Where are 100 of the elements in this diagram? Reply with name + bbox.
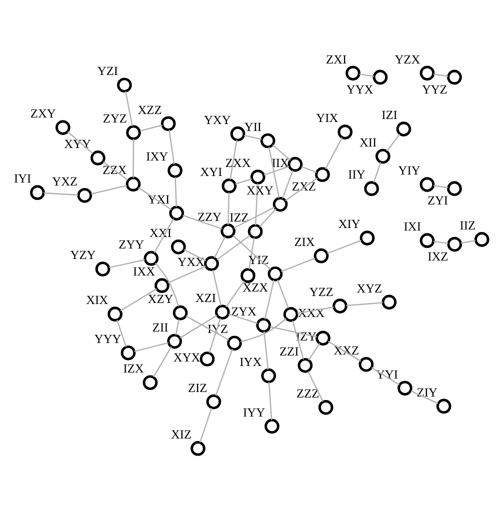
connector xyxy=(432,73,448,76)
node-label: IXX xyxy=(132,264,155,278)
node-circle xyxy=(419,232,434,248)
node-circle xyxy=(204,256,218,271)
connector xyxy=(232,234,270,270)
node-circle xyxy=(345,65,360,80)
connector xyxy=(326,239,361,254)
connector xyxy=(124,90,132,126)
node-label: YYZ xyxy=(421,82,447,96)
node-label: IIZ xyxy=(459,218,476,232)
node-label: ZYY xyxy=(118,236,144,251)
node-circle xyxy=(220,223,235,238)
node-circle xyxy=(126,124,140,140)
node-circle xyxy=(160,116,176,131)
node-circle xyxy=(446,69,462,84)
connector xyxy=(370,366,400,385)
node-circle xyxy=(116,77,132,92)
node-label: ZZY xyxy=(196,210,221,224)
node-circle xyxy=(381,294,396,310)
connector xyxy=(43,192,78,196)
node-circle xyxy=(314,166,330,182)
node-circle xyxy=(282,306,298,322)
node-label: IZZ xyxy=(229,210,248,224)
connector xyxy=(263,165,289,176)
node-circle xyxy=(446,236,462,252)
node-label: ZIY xyxy=(416,384,437,399)
node-label: IYX xyxy=(239,354,262,368)
node-label: IIX xyxy=(271,155,288,170)
node-label: ZZI xyxy=(278,344,298,358)
connector xyxy=(300,166,316,172)
connector xyxy=(296,306,334,314)
connector xyxy=(258,208,276,227)
node-circle xyxy=(250,169,265,184)
node-label: YZI xyxy=(96,64,118,78)
node-label: YYY xyxy=(94,331,121,346)
node-circle xyxy=(90,150,105,165)
node-circle xyxy=(264,418,279,434)
connector xyxy=(134,342,168,352)
node-circle xyxy=(315,330,330,346)
node-label: XYX xyxy=(172,350,200,364)
connector xyxy=(153,218,174,253)
connector xyxy=(212,269,222,306)
node-circle xyxy=(397,380,412,396)
node-circle xyxy=(374,148,390,164)
connector xyxy=(284,177,318,201)
connector xyxy=(174,176,176,206)
node-circle xyxy=(337,124,352,139)
connector xyxy=(228,313,258,324)
connector xyxy=(132,138,134,178)
connector xyxy=(346,302,382,306)
node-circle xyxy=(372,69,388,84)
connector xyxy=(116,319,126,347)
node-label: XZZ xyxy=(137,102,162,116)
connector xyxy=(280,257,315,272)
node-circle xyxy=(206,394,221,409)
node-label: YII xyxy=(244,119,262,134)
node-circle xyxy=(247,224,262,238)
connector xyxy=(327,340,361,362)
node-label: XXI xyxy=(148,226,171,240)
connector xyxy=(232,206,274,228)
node-label: ZXX xyxy=(224,156,250,170)
node-circle xyxy=(166,333,182,348)
connector xyxy=(358,73,374,76)
node-label: XII xyxy=(358,134,376,149)
node-circle xyxy=(125,176,140,192)
node-circle xyxy=(267,266,282,281)
node-label: YZX xyxy=(394,52,420,66)
node-circle xyxy=(313,248,328,263)
node-circle xyxy=(287,156,302,172)
connector xyxy=(183,248,206,261)
node-circle xyxy=(419,65,434,80)
node-label: YIX xyxy=(316,110,338,125)
node-circle xyxy=(230,126,245,141)
connector xyxy=(234,178,252,184)
node-circle xyxy=(260,132,275,148)
node-circle xyxy=(214,304,230,320)
node-label: IYY xyxy=(242,404,265,419)
node-label: XZY xyxy=(147,291,173,306)
node-label: YXY xyxy=(203,112,230,126)
node-label: IXI xyxy=(403,219,420,234)
connector xyxy=(372,162,381,182)
connector xyxy=(227,192,230,224)
node-label: IYI xyxy=(14,171,31,186)
node-circle xyxy=(190,440,205,456)
connector xyxy=(268,146,280,198)
node-circle xyxy=(107,306,122,321)
node-circle xyxy=(30,184,44,200)
node-circle xyxy=(446,180,462,196)
node-circle xyxy=(436,398,451,414)
node-circle xyxy=(168,205,184,220)
connector xyxy=(460,239,476,244)
node-circle xyxy=(142,374,158,390)
node-circle xyxy=(221,178,236,193)
connector xyxy=(308,342,320,360)
connector xyxy=(240,318,286,342)
node-label: IXZ xyxy=(427,248,448,263)
connector xyxy=(216,234,250,260)
connector xyxy=(324,136,342,169)
node-circle xyxy=(54,120,70,134)
connector xyxy=(139,124,162,132)
